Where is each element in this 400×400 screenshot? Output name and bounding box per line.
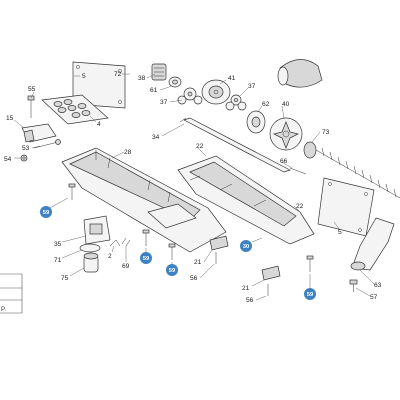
screw-57 (349, 279, 358, 292)
label-21-a: 21 (194, 259, 202, 266)
label-71: 71 (54, 257, 62, 264)
bubble-59-a: 59 (40, 206, 52, 218)
label-28: 28 (124, 149, 132, 156)
label-73: 73 (322, 129, 330, 136)
bushing-75 (83, 252, 99, 273)
label-41: 41 (228, 75, 236, 82)
svg-text:30: 30 (243, 244, 249, 250)
label-15: 15 (6, 115, 14, 122)
cover-35 (83, 215, 111, 245)
label-61: 61 (150, 87, 158, 94)
parts-table-fragment: P. (0, 273, 23, 314)
label-53: 53 (22, 145, 30, 152)
housing-30 (177, 155, 315, 245)
label-37-b: 37 (248, 83, 256, 90)
label-37-a: 37 (160, 99, 168, 106)
motor-pinion-38 (151, 63, 167, 81)
screw-59-c (168, 243, 176, 260)
label-56-b: 56 (246, 297, 254, 304)
table-footer-text: P. (1, 307, 6, 313)
bubble-59-d: 59 (304, 288, 316, 300)
arm-63 (350, 217, 395, 271)
insert-21-a (209, 235, 229, 251)
nut-54 (20, 154, 28, 162)
label-5-top: 5 (82, 73, 86, 80)
screw-59-a (68, 183, 76, 200)
svg-text:59: 59 (143, 256, 150, 262)
guide-rail-34 (179, 117, 291, 173)
screw-55 (27, 95, 35, 118)
label-54: 54 (4, 156, 12, 163)
label-35: 35 (54, 241, 62, 248)
pin-66 (289, 167, 307, 175)
pin-53 (33, 139, 61, 149)
highlighted-labels: 59 59 59 30 59 (40, 206, 316, 300)
label-40: 40 (282, 101, 290, 108)
screw-59-b (142, 229, 150, 246)
label-2: 2 (108, 253, 112, 260)
screw-59-d (306, 255, 314, 272)
housing-28 (61, 147, 227, 253)
bubble-59-b: 59 (140, 252, 152, 264)
bracket-15 (21, 123, 57, 143)
label-22-b: 22 (296, 203, 304, 210)
planet-gears-37b (225, 94, 247, 111)
svg-text:59: 59 (43, 210, 50, 216)
part-labels: 5 72 38 41 55 61 37 37 62 40 4 15 34 73 … (4, 71, 382, 304)
label-21-b: 21 (242, 285, 250, 292)
label-5-right: 5 (338, 229, 342, 236)
label-34: 34 (152, 134, 160, 141)
gasket-71 (79, 243, 101, 253)
label-75: 75 (61, 275, 69, 282)
svg-text:59: 59 (169, 268, 176, 274)
label-63: 63 (374, 282, 382, 289)
label-69: 69 (122, 263, 130, 270)
insert-21-b (261, 265, 281, 281)
gasket-4 (41, 94, 109, 125)
motor-body (277, 59, 323, 88)
plate-5-right (317, 177, 375, 237)
label-38: 38 (138, 75, 146, 82)
label-55: 55 (28, 86, 36, 93)
svg-text:59: 59 (307, 292, 314, 298)
ring-gear-41 (201, 79, 231, 105)
clip-69 (121, 237, 131, 247)
spacer-61 (168, 76, 182, 88)
label-56-a: 56 (190, 275, 198, 282)
bubble-30: 30 (240, 240, 252, 252)
label-57: 57 (370, 294, 378, 301)
worm-screw-73 (303, 141, 400, 199)
label-62: 62 (262, 101, 270, 108)
planet-gears-37a (177, 87, 203, 105)
label-4: 4 (97, 121, 101, 128)
worm-wheel-40 (269, 117, 303, 151)
hub-62 (246, 110, 266, 134)
bubble-59-c: 59 (166, 264, 178, 276)
leader-lines (13, 73, 375, 301)
clip-2 (109, 239, 121, 247)
label-72: 72 (114, 71, 122, 78)
label-22-a: 22 (196, 143, 204, 150)
plate-5-top (72, 61, 126, 109)
label-66: 66 (280, 158, 288, 165)
